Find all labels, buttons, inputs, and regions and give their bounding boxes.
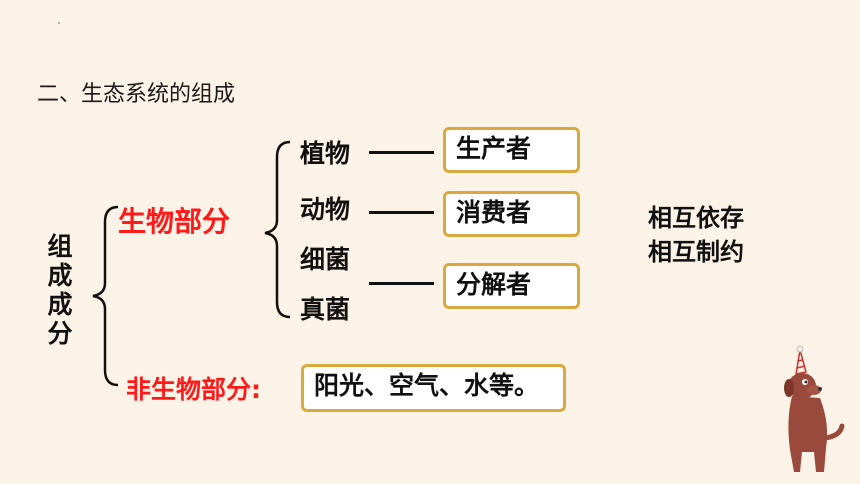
dog-tail	[822, 423, 845, 441]
outer-brace	[92, 205, 119, 387]
biotic-label: 生物部分	[118, 205, 231, 238]
dog-snout	[807, 385, 821, 395]
dog-nose	[818, 387, 822, 391]
relation-line-2: 相互制约	[648, 238, 744, 266]
role-decomposer-box: 分解者	[443, 263, 580, 309]
slide-heading: 二、生态系统的组成	[37, 82, 236, 107]
corner-dot	[58, 22, 60, 24]
composition-char: 组	[47, 232, 73, 261]
organism-fungi: 真菌	[300, 295, 351, 324]
composition-char: 成	[47, 261, 73, 290]
relation-line-1: 相互依存	[648, 204, 744, 232]
composition-char: 分	[47, 319, 73, 348]
composition-label: 组 成 成 分	[44, 232, 76, 348]
dog-body	[788, 396, 828, 472]
inner-brace	[264, 140, 291, 319]
role-consumer-box: 消费者	[443, 191, 580, 237]
dog-ear	[784, 379, 794, 397]
abiotic-items-box: 阳光、空气、水等。	[301, 364, 566, 412]
dog-illustration	[784, 345, 845, 472]
role-producer-box: 生产者	[443, 127, 580, 173]
connector-line	[369, 211, 434, 214]
organism-plant: 植物	[300, 139, 351, 168]
connector-line	[369, 282, 434, 285]
dog-pupil	[804, 380, 808, 384]
party-hat-icon	[795, 345, 807, 375]
organism-animal: 动物	[300, 195, 351, 224]
abiotic-label: 非生物部分:	[126, 375, 261, 404]
organism-bacteria: 细菌	[300, 245, 351, 274]
composition-char: 成	[47, 290, 73, 319]
connector-line	[369, 151, 434, 154]
